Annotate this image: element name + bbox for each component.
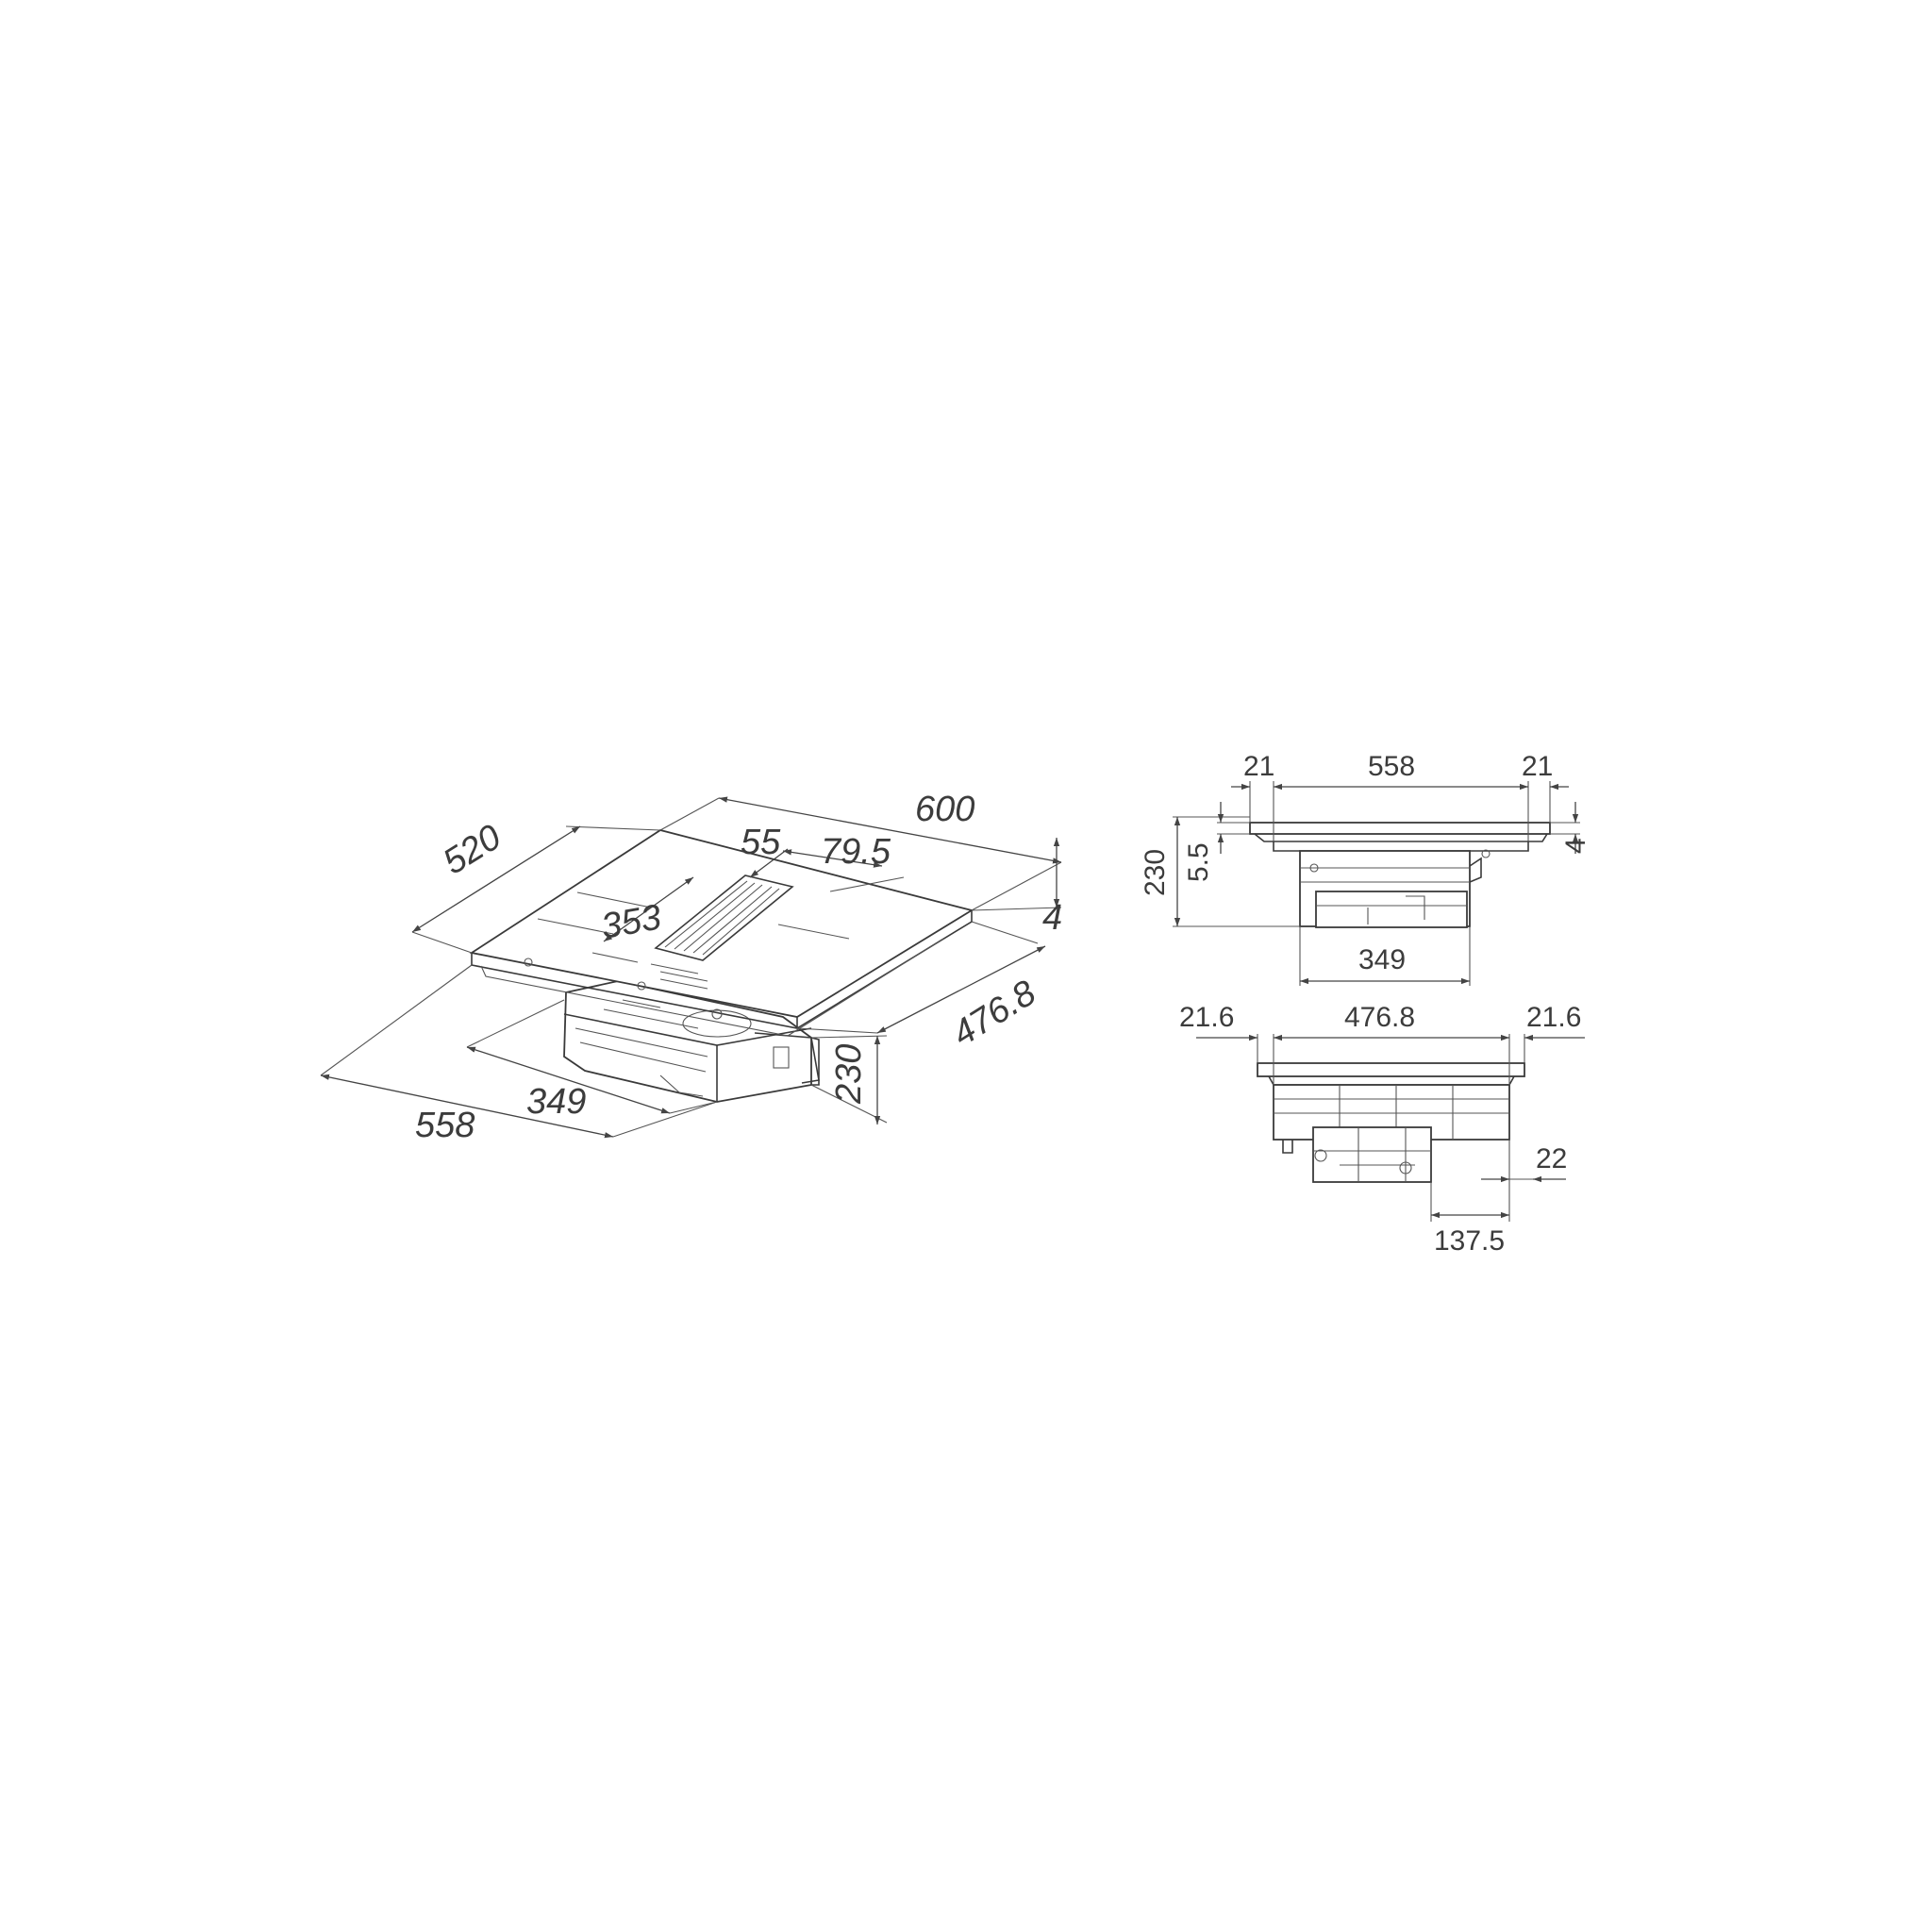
side-dim-offset: 22 — [1536, 1143, 1567, 1174]
iso-dim-width-line — [718, 796, 1062, 864]
front-dim-glass: 4 — [1560, 838, 1591, 854]
iso-vent-slot — [654, 874, 794, 961]
side-dimensions: 21.6 476.8 21.6 22 137.5 — [1179, 1002, 1585, 1257]
front-dim-left-margin: 21 — [1243, 751, 1274, 782]
iso-dim-cutout-width: 558 — [415, 1106, 475, 1145]
iso-dim-depth: 520 — [437, 817, 508, 882]
iso-dim-height: 230 — [829, 1044, 869, 1105]
side-dim-cutout-depth: 476.8 — [1344, 1002, 1415, 1033]
iso-dim-vent-offset: 79.5 — [821, 832, 891, 872]
side-view: 21.6 476.8 21.6 22 137.5 — [1179, 1002, 1585, 1257]
front-view: 21 558 21 230 5.5 4 349 — [1140, 751, 1591, 986]
front-dimensions: 21 558 21 230 5.5 4 349 — [1140, 751, 1591, 986]
front-dim-height: 230 — [1140, 849, 1171, 896]
front-hob-body — [1249, 822, 1551, 928]
iso-dim-cutout-depth: 476.8 — [946, 974, 1043, 1055]
side-dim-left-margin: 21.6 — [1179, 1002, 1234, 1033]
iso-control-panel — [524, 952, 723, 1020]
front-dim-flange: 5.5 — [1183, 842, 1214, 882]
iso-dimensions: 600 520 55 79.5 353 4 476.8 — [320, 790, 1062, 1145]
side-hob-body — [1257, 1062, 1525, 1183]
front-dim-cutout-width: 558 — [1368, 751, 1415, 782]
isometric-view: 600 520 55 79.5 353 4 476.8 — [320, 790, 1062, 1145]
front-dim-right-margin: 21 — [1522, 751, 1553, 782]
front-dim-module-width: 349 — [1358, 944, 1406, 975]
side-dim-right-margin: 21.6 — [1526, 1002, 1581, 1033]
iso-dim-depth-line — [411, 825, 581, 933]
iso-dim-vent-width: 55 — [741, 823, 781, 862]
iso-dim-module-width: 349 — [526, 1082, 586, 1122]
iso-dim-width: 600 — [915, 790, 974, 829]
side-dim-module-offset: 137.5 — [1434, 1225, 1505, 1257]
iso-dim-glass: 4 — [1042, 898, 1062, 938]
iso-dim-vent-line — [749, 848, 789, 878]
